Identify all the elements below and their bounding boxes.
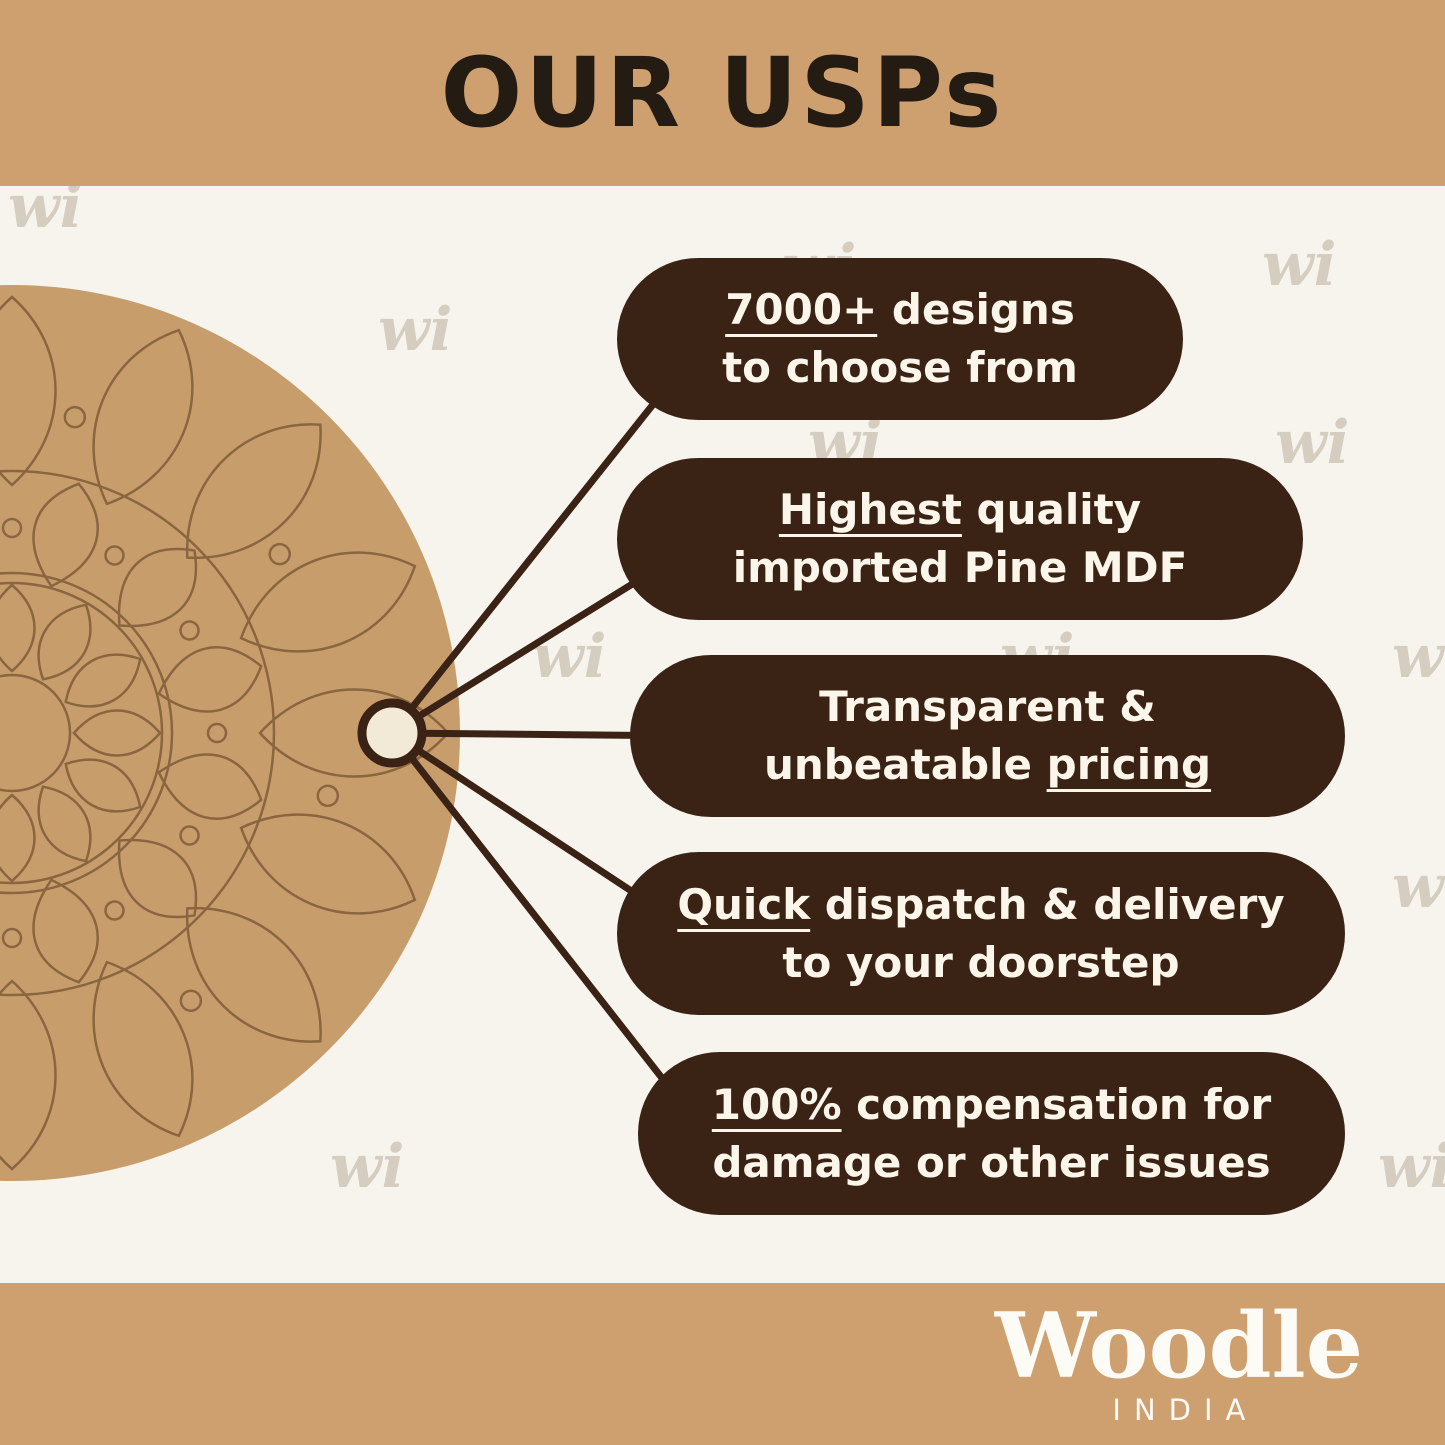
brand-watermark: wi [532,622,607,692]
usp-pill-dispatch: Quick dispatch & delivery to your doorst… [617,852,1345,1015]
brand-watermark: wi [378,295,453,365]
brand-name: Woodle [994,1292,1363,1399]
usp-pill-pricing: Transparent & unbeatable pricing [630,655,1345,817]
brand-logo: Woodle INDIA [994,1292,1363,1427]
usp-pill-quality: Highest quality imported Pine MDF [617,458,1303,620]
mandala-artwork [0,295,450,1171]
usp-line: Transparent & [819,682,1156,732]
usp-line: unbeatable pricing [763,740,1212,789]
usp-pill-designs: 7000+ designs to choose from [617,258,1183,420]
brand-country: INDIA [1112,1393,1259,1427]
brand-watermark: wi [1392,852,1445,922]
mdf-board [0,285,460,1181]
brand-watermark: wi [330,1132,405,1202]
header-band: OUR USPs [0,0,1445,186]
usp-pill-compensation: 100% compensation for damage or other is… [638,1052,1345,1215]
usp-line: to choose from [722,343,1078,392]
usp-line: Highest quality [778,485,1142,535]
brand-watermark: wi [1378,1132,1445,1202]
usp-line: damage or other issues [712,1137,1271,1187]
footer-band [0,1283,1445,1445]
usp-line: 100% compensation for [711,1079,1272,1129]
usp-line: Quick dispatch & delivery [677,879,1285,929]
usp-line: imported Pine MDF [732,543,1188,592]
brand-watermark: wi [1275,408,1350,478]
brand-watermark: wi [1392,622,1445,692]
brand-watermark: wi [1262,230,1337,300]
usp-line: 7000+ designs [725,285,1075,335]
hub-node [357,698,427,768]
page-title: OUR USPs [440,37,1005,149]
usp-line: to your doorstep [782,937,1180,987]
